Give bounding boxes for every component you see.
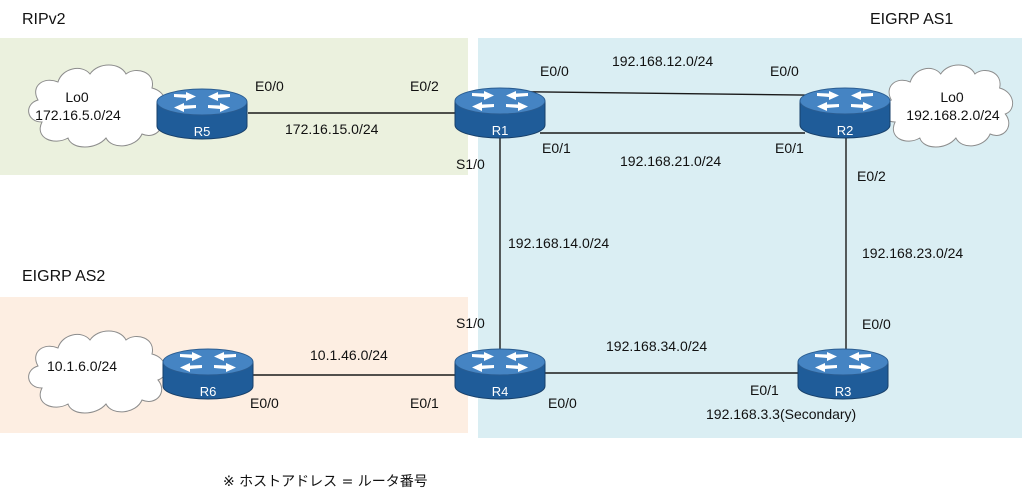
network-label-r4-r3: 192.168.34.0/24 [606,338,707,354]
router-label: R1 [492,123,509,138]
network-label-r1-r2-a: 192.168.12.0/24 [612,53,713,69]
cloud-interface-label: Lo0 [65,89,89,105]
cloud-r6-network: 10.1.6.0/24 [28,330,167,414]
interface-label-r4-e0-0: E0/0 [548,395,577,411]
interface-label-r1-s1-0: S1/0 [456,156,485,172]
cloud-network-label: 192.168.2.0/24 [906,107,1000,123]
interface-label-r2-e0-2: E0/2 [857,168,886,184]
interface-label-r6-e0-0: E0/0 [250,395,279,411]
ripv2-title: RIPv2 [22,11,66,28]
footnote: ※ ホストアドレス = ルータ番号 [223,474,428,490]
router-r1: R1 [454,87,546,139]
interface-label-r4-e0-1: E0/1 [410,395,439,411]
cloud-interface-label: Lo0 [940,89,964,105]
secondary-address-label-r3: 192.168.3.3(Secondary) [706,406,856,422]
router-r3: R3 [797,348,889,400]
network-label-r6-r4: 10.1.46.0/24 [310,347,388,363]
router-r4: R4 [454,348,546,400]
eigrp-as1-title: EIGRP AS1 [870,11,953,28]
interface-label-r1-e0-0: E0/0 [540,63,569,79]
eigrp-as2-title: EIGRP AS2 [22,268,105,285]
interface-label-r1-e0-1: E0/1 [542,140,571,156]
interface-label-r1-e0-2: E0/2 [410,78,439,94]
router-label: R3 [835,384,852,399]
link-r1-r2-a [519,91,826,96]
cloud-network-label: 10.1.6.0/24 [47,358,117,374]
router-r2: R2 [799,87,891,139]
cloud-network-label: 172.16.5.0/24 [35,107,121,123]
interface-label-r2-e0-1: E0/1 [775,140,804,156]
router-label: R4 [492,384,509,399]
network-label-r5-r1: 172.16.15.0/24 [285,121,379,137]
network-label-r2-r3: 192.168.23.0/24 [862,245,963,261]
network-label-r1-r4: 192.168.14.0/24 [508,235,609,251]
interface-label-r4-s1-0: S1/0 [456,315,485,331]
router-label: R2 [837,123,854,138]
network-label-r1-r2-b: 192.168.21.0/24 [620,153,721,169]
router-label: R6 [200,384,217,399]
router-r5: R5 [156,88,248,140]
interface-label-r2-e0-0: E0/0 [770,63,799,79]
router-label: R5 [194,124,211,139]
interface-label-r3-e0-1: E0/1 [750,382,779,398]
interface-label-r5-e0-0: E0/0 [255,78,284,94]
router-r6: R6 [162,348,254,400]
interface-label-r3-e0-0: E0/0 [862,316,891,332]
cloud-r2-loopback: Lo0 192.168.2.0/24 [881,64,1014,148]
cloud-r5-loopback: Lo0 172.16.5.0/24 [28,64,167,148]
